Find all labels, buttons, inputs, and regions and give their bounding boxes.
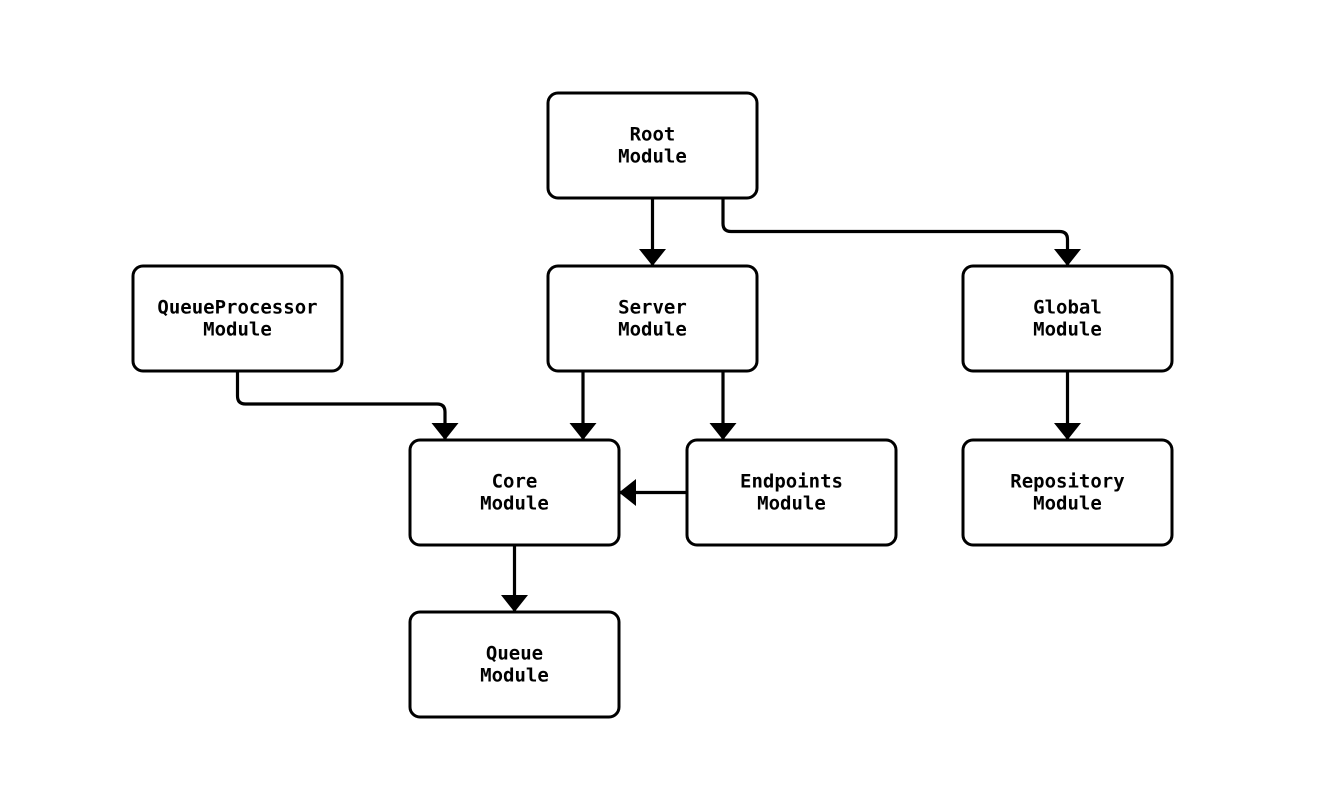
node-core-box <box>408 438 621 547</box>
node-queueprocessor-box <box>131 264 344 373</box>
edge-layer <box>235 198 1081 612</box>
node-repository-box <box>961 438 1174 547</box>
edge-queueprocessor-to-core <box>235 371 459 440</box>
node-global-box <box>961 264 1174 373</box>
node-root-box <box>546 91 759 200</box>
node-server-box <box>546 264 759 373</box>
edge-root-to-global <box>721 198 1081 266</box>
node-queue-box <box>408 610 621 719</box>
node-endpoints-box <box>685 438 898 547</box>
